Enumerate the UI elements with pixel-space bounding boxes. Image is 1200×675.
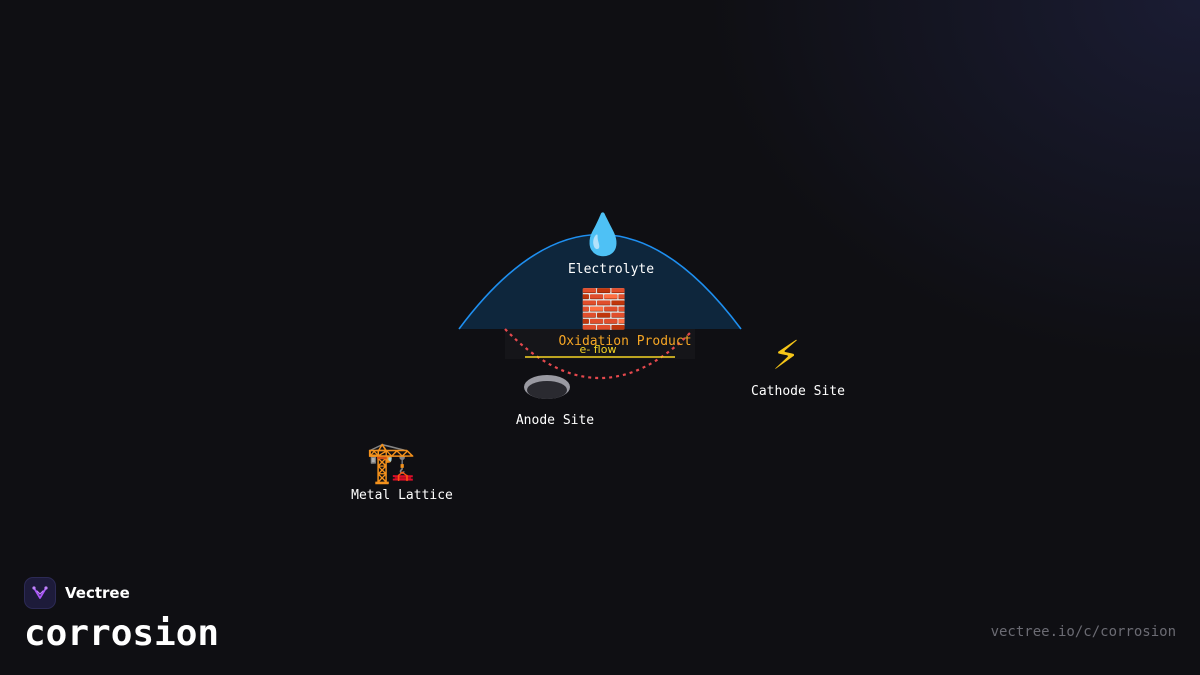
oxidation-product-label: Oxidation Product [558, 334, 691, 349]
metal-lattice-label: Metal Lattice [351, 488, 453, 503]
lightning-icon: ⚡ [772, 333, 800, 379]
anode-site-label: Anode Site [516, 413, 594, 428]
metal-surface [505, 329, 695, 359]
brick-icon: 🧱 [580, 287, 627, 331]
brand: Vectree [24, 577, 130, 609]
electrolyte-label: Electrolyte [568, 262, 654, 277]
electron-flow-label: e- flow [580, 343, 617, 356]
page-url[interactable]: vectree.io/c/corrosion [990, 624, 1176, 640]
cathode-site-label: Cathode Site [751, 384, 845, 399]
page-title: corrosion [24, 613, 220, 654]
water-droplet-icon: 💧 [578, 211, 628, 258]
vectree-logo-icon [24, 577, 56, 609]
disc-icon [524, 375, 570, 399]
construction-crane-icon: 🏗️ [366, 440, 416, 486]
electrolyte-dome-outline [458, 233, 742, 330]
brand-name: Vectree [65, 584, 130, 602]
anode-arc [504, 328, 691, 380]
